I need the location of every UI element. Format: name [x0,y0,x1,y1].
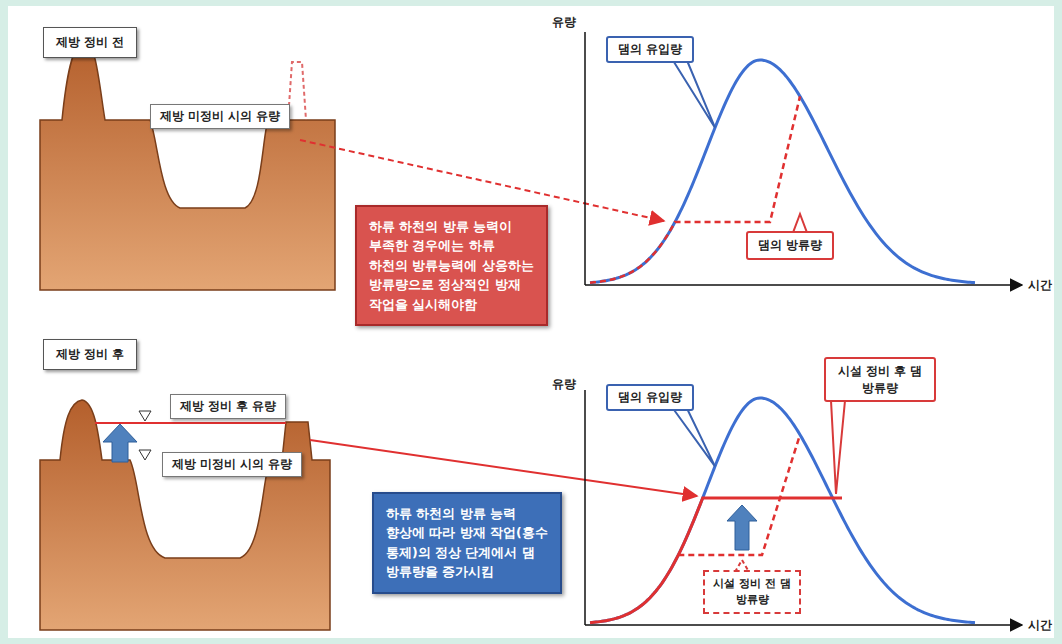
flow-label: 제방 미정비 시의 유량 [162,452,302,477]
outflow-line-before [678,435,800,555]
callout-box: 댐의 유입량 [606,384,694,411]
box-text: 시설 정비 후 댐 방류량 [836,363,924,396]
terrain-section [40,40,335,290]
callout-box: 댐의 방류량 [746,231,834,260]
water-level-mark [139,411,151,421]
box-text: 제방 정비 후 [56,346,124,363]
outflow-line-after [590,498,842,623]
callout-tail [793,214,807,233]
flow-label: 제방 미정비 시의 유량 [150,104,290,129]
title-tag: 제방 정비 후 [43,339,137,370]
axis-label: 유량 [552,376,576,393]
box-text: 댐의 방류량 [758,237,822,254]
pointer-arrow [310,440,697,496]
box-text: 댐의 유입량 [618,390,682,405]
x-axis [585,624,1022,626]
box-text: 댐의 유입량 [618,42,682,57]
box-text: 제방 정비 전 [56,34,124,51]
callout-tail [831,401,845,494]
y-axis [584,390,586,625]
callout-tail [673,61,715,128]
box-text: 제방 미정비 시의 유량 [160,109,280,124]
inflow-curve [590,60,975,283]
x-axis [585,284,1022,286]
box-text: 제방 정비 후 유량 [180,399,276,414]
axis-label: 시간 [1028,277,1052,294]
terrain-section [40,400,330,630]
axis-label: 유량 [552,14,576,31]
flow-label: 제방 정비 후 유량 [170,394,286,419]
axis-label: 시간 [1028,617,1052,634]
planned-levee [288,62,306,120]
title-tag: 제방 정비 전 [43,27,137,58]
callout-box: 댐의 유입량 [606,36,694,63]
callout-tail [673,409,715,467]
box-text: 제방 미정비 시의 유량 [172,457,292,472]
inflow-curve [590,398,975,623]
box-text: 하류 하천의 방류 능력이 부족한 경우에는 하류 하천의 방류능력에 상응하는… [369,217,534,314]
water-level-line [95,422,286,424]
water-level-mark [139,450,151,460]
callout-box: 시설 정비 후 댐 방류량 [824,357,936,402]
increase-arrow [727,505,757,550]
raise-arrow [103,424,137,462]
callout-box: 시설 정비 전 댐 방류량 [703,570,801,614]
box-text: 하류 하천의 방류 능력 향상에 따라 방재 작업(홍수 통제)의 정상 단계에… [386,504,548,582]
note-box: 하류 하천의 방류 능력이 부족한 경우에는 하류 하천의 방류능력에 상응하는… [355,205,548,326]
box-text: 시설 정비 전 댐 방류량 [713,576,791,608]
note-box: 하류 하천의 방류 능력 향상에 따라 방재 작업(홍수 통제)의 정상 단계에… [372,492,562,594]
y-axis [584,32,586,285]
